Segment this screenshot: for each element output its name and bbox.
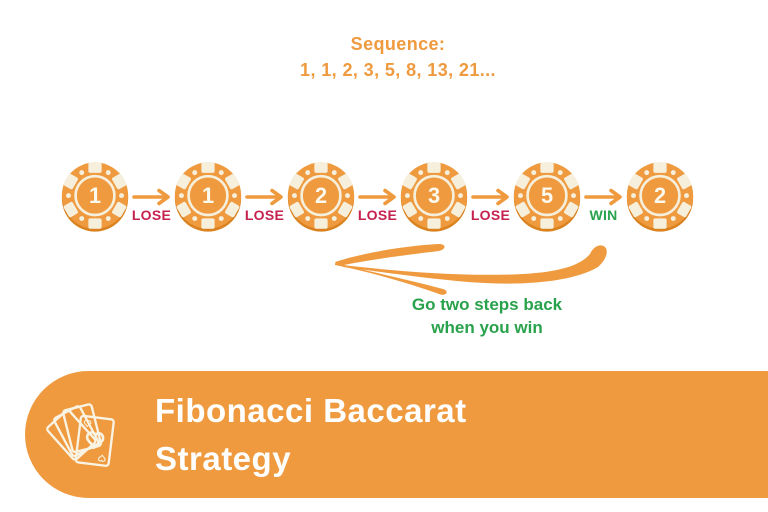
- transition-label: WIN: [589, 207, 618, 223]
- chip-value: 3: [428, 183, 440, 208]
- chip-edge-dots: [292, 170, 350, 222]
- step-connector: LOSE: [470, 161, 511, 223]
- title-banner: Fibonacci Baccarat Strategy: [25, 371, 768, 498]
- transition-label: LOSE: [131, 207, 172, 223]
- chip-value: 2: [654, 183, 666, 208]
- page-title: Fibonacci Baccarat Strategy: [155, 387, 467, 482]
- go-back-arrow-upper-barb: [335, 243, 445, 266]
- chip-value: 1: [202, 183, 214, 208]
- step-connector: LOSE: [357, 161, 398, 223]
- right-arrow-icon: [131, 188, 170, 206]
- chip-edge-stripes: [628, 162, 692, 229]
- chip-value: 5: [541, 183, 553, 208]
- transition-label: LOSE: [470, 207, 511, 223]
- chip-edge-dots: [179, 170, 237, 222]
- go-back-arrow-body: [343, 245, 607, 284]
- win-note-line2: when you win: [431, 317, 543, 337]
- poker-chip: 1: [61, 162, 129, 232]
- right-arrow-icon: [583, 188, 622, 206]
- poker-chip: 2: [626, 162, 694, 232]
- chip-edge-dots: [405, 170, 463, 222]
- win-note: Go two steps back when you win: [412, 294, 562, 340]
- poker-chip: 3: [400, 162, 468, 232]
- chips-row: 1 LOSE 1 LOSE: [59, 161, 696, 233]
- chip-edge-dots: [66, 170, 124, 222]
- chip-edge-stripes: [176, 162, 240, 229]
- poker-chip: 5: [513, 162, 581, 232]
- right-arrow-icon: [357, 188, 396, 206]
- page-title-line1: Fibonacci Baccarat: [155, 391, 467, 429]
- sequence-values: 1, 1, 2, 3, 5, 8, 13, 21...: [300, 60, 496, 80]
- go-back-arrow-lower-barb: [335, 263, 447, 295]
- sequence-heading: Sequence: 1, 1, 2, 3, 5, 8, 13, 21...: [300, 34, 496, 81]
- chip-edge-stripes: [515, 162, 579, 229]
- chip-edge-stripes: [289, 162, 353, 229]
- playing-cards-icon: [46, 402, 115, 467]
- transition-label: LOSE: [357, 207, 398, 223]
- chip-value: 1: [89, 183, 101, 208]
- poker-chip: 1: [174, 162, 242, 232]
- right-arrow-icon: [244, 188, 283, 206]
- poker-chip: 2: [287, 162, 355, 232]
- step-connector: WIN: [583, 161, 624, 223]
- chip-edge-stripes: [402, 162, 466, 229]
- chip-edge-dots: [631, 170, 689, 222]
- go-back-arrow: [335, 243, 607, 295]
- win-note-line1: Go two steps back: [411, 295, 563, 314]
- step-connector: LOSE: [131, 161, 172, 223]
- chip-edge-stripes: [63, 162, 127, 229]
- step-connector: LOSE: [244, 161, 285, 223]
- chip-edge-dots: [518, 170, 576, 222]
- right-arrow-icon: [470, 188, 509, 206]
- page-title-line2: Strategy: [155, 439, 292, 477]
- transition-label: LOSE: [244, 207, 285, 223]
- chip-value: 2: [315, 183, 327, 208]
- sequence-title: Sequence:: [350, 34, 446, 54]
